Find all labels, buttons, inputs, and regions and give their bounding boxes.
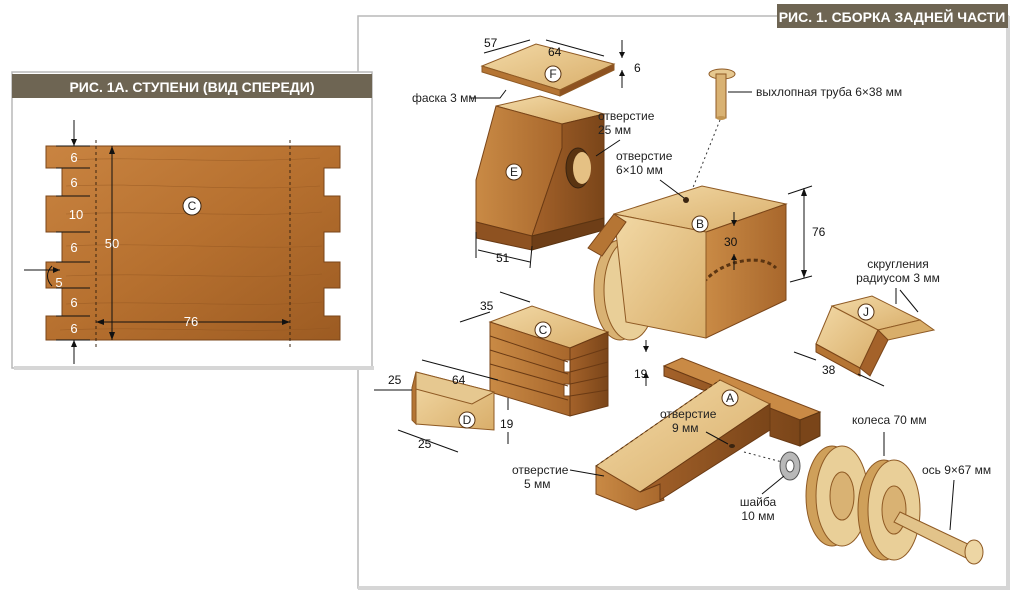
label-hole6-l2: 6×10 мм <box>616 163 663 177</box>
part-d-letter: D <box>463 413 472 427</box>
label-washer-l2: 10 мм <box>741 509 774 523</box>
part-a-letter: A <box>726 391 734 405</box>
inset-step-2: 6 <box>70 175 77 190</box>
inset-part-letter: C <box>188 199 197 213</box>
label-hole6-l1: отверстие <box>616 149 673 163</box>
label-hole25-l2: 25 мм <box>598 123 631 137</box>
label-hole9-l1: отверстие <box>660 407 717 421</box>
dim-b-30: 30 <box>724 235 738 249</box>
part-c-letter: C <box>539 323 548 337</box>
label-washer-l1: шайба <box>740 495 777 509</box>
dim-b-19: 19 <box>634 367 648 381</box>
dim-e-51: 51 <box>496 251 510 265</box>
part-d: D <box>411 371 496 431</box>
part-f-letter: F <box>549 67 556 81</box>
inset-step-1: 6 <box>70 150 77 165</box>
label-wheels: колеса 70 мм <box>852 413 927 427</box>
dim-c-35: 35 <box>480 299 494 313</box>
dim-f-57: 57 <box>484 36 498 50</box>
exhaust-pipe <box>708 68 736 120</box>
part-a: A <box>595 357 822 511</box>
dim-f-6: 6 <box>634 61 641 75</box>
dim-d-25a: 25 <box>388 373 402 387</box>
part-j-letter: J <box>863 305 869 319</box>
inset-step-4: 6 <box>70 240 77 255</box>
inset-width: 76 <box>184 314 198 329</box>
main-title: РИС. 1. СБОРКА ЗАДНЕЙ ЧАСТИ <box>779 8 1006 25</box>
dim-d-25b: 25 <box>418 437 432 451</box>
label-exhaust: выхлопная труба 6×38 мм <box>756 85 902 99</box>
part-c: C <box>488 305 610 417</box>
inset-title-bar <box>12 74 372 98</box>
dim-j-38: 38 <box>822 363 836 377</box>
inset-notch: 5 <box>55 275 62 290</box>
inset-step-6: 6 <box>70 321 77 336</box>
part-e-letter: E <box>510 165 518 179</box>
washer <box>779 451 801 481</box>
part-f: F <box>480 43 616 97</box>
inset-step-5: 6 <box>70 295 77 310</box>
part-j: J <box>815 295 936 377</box>
part-b: B <box>587 185 788 341</box>
label-axle: ось 9×67 мм <box>922 463 991 477</box>
label-hole25-l1: отверстие <box>598 109 655 123</box>
wheels-axle <box>805 445 984 565</box>
label-round-l2: радиусом 3 мм <box>856 271 940 285</box>
part-b-letter: B <box>696 217 704 231</box>
dim-d-19: 19 <box>500 417 514 431</box>
label-hole5-l2: 5 мм <box>524 477 551 491</box>
label-hole5-l1: отверстие <box>512 463 569 477</box>
inset-title: РИС. 1А. СТУПЕНИ (ВИД СПЕРЕДИ) <box>69 79 314 95</box>
dim-d-64: 64 <box>452 373 466 387</box>
inset-panel: РИС. 1А. СТУПЕНИ (ВИД СПЕРЕДИ) <box>11 71 374 370</box>
dim-f-64: 64 <box>548 45 562 59</box>
label-round-l1: скругления <box>867 257 928 271</box>
label-chamfer: фаска 3 мм <box>412 91 477 105</box>
main-title-bar <box>777 4 1008 28</box>
inset-step-3: 10 <box>69 207 83 222</box>
dim-b-76: 76 <box>812 225 826 239</box>
inset-step-block <box>45 145 341 341</box>
inset-height: 50 <box>105 236 119 251</box>
part-e: E <box>475 95 606 251</box>
main-panel: РИС. 1. СБОРКА ЗАДНЕЙ ЧАСТИ <box>357 4 1010 590</box>
label-hole9-l2: 9 мм <box>672 421 699 435</box>
